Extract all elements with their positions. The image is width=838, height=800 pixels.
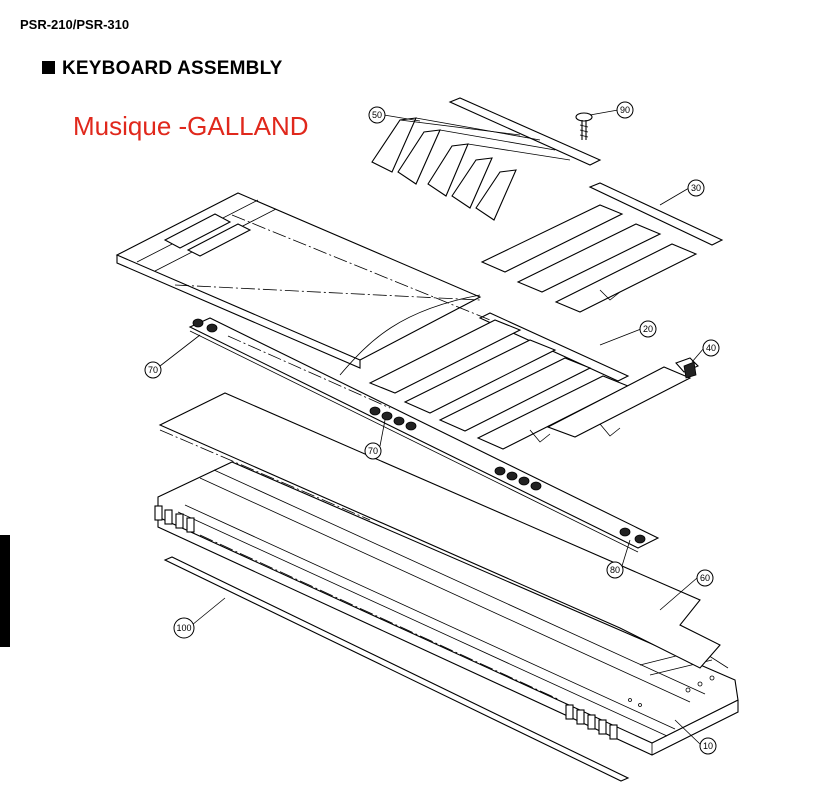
felt-strip: [163, 556, 630, 782]
callout-50: 50: [368, 106, 386, 124]
callout-100: 100: [173, 617, 195, 639]
callout-70-upper: 70: [144, 361, 162, 379]
white-keys-row: [115, 192, 482, 376]
black-keys: [371, 97, 602, 221]
callout-label: 20: [643, 324, 653, 334]
callout-90: 90: [616, 101, 634, 119]
section-heading: KEYBOARD ASSEMBLY: [42, 58, 283, 80]
callout-label: 90: [620, 105, 630, 115]
callout-20: 20: [639, 320, 657, 338]
callout-label: 40: [706, 343, 716, 353]
callout-30: 30: [687, 179, 705, 197]
callout-60: 60: [696, 569, 714, 587]
rubber-contact-strip: [188, 317, 660, 553]
middle-white-keys: [368, 312, 692, 450]
callout-label: 60: [700, 573, 710, 583]
model-number: PSR-210/PSR-310: [20, 17, 130, 32]
leader-lines: [159, 109, 705, 745]
assembly-guide-lines: [159, 214, 561, 701]
callout-label: 70: [368, 446, 378, 456]
callout-40: 40: [702, 339, 720, 357]
contact-sheet: [158, 392, 721, 669]
callout-80: 80: [606, 561, 624, 579]
short-white-keys: [480, 182, 724, 313]
callout-label: 30: [691, 183, 701, 193]
section-title: KEYBOARD ASSEMBLY: [62, 58, 283, 79]
callout-label: 50: [372, 110, 382, 120]
callout-label: 80: [610, 565, 620, 575]
callout-70-lower: 70: [364, 442, 382, 460]
page-edge-tab: [0, 535, 10, 647]
watermark-text: Musique -GALLAND: [73, 111, 309, 141]
callout-label: 70: [148, 365, 158, 375]
screw: [575, 112, 593, 140]
callout-10: 10: [699, 737, 717, 755]
callout-label: 10: [703, 741, 713, 751]
callout-label: 100: [176, 623, 191, 633]
bullet-square-icon: [42, 61, 55, 74]
chassis-frame: [154, 461, 739, 756]
